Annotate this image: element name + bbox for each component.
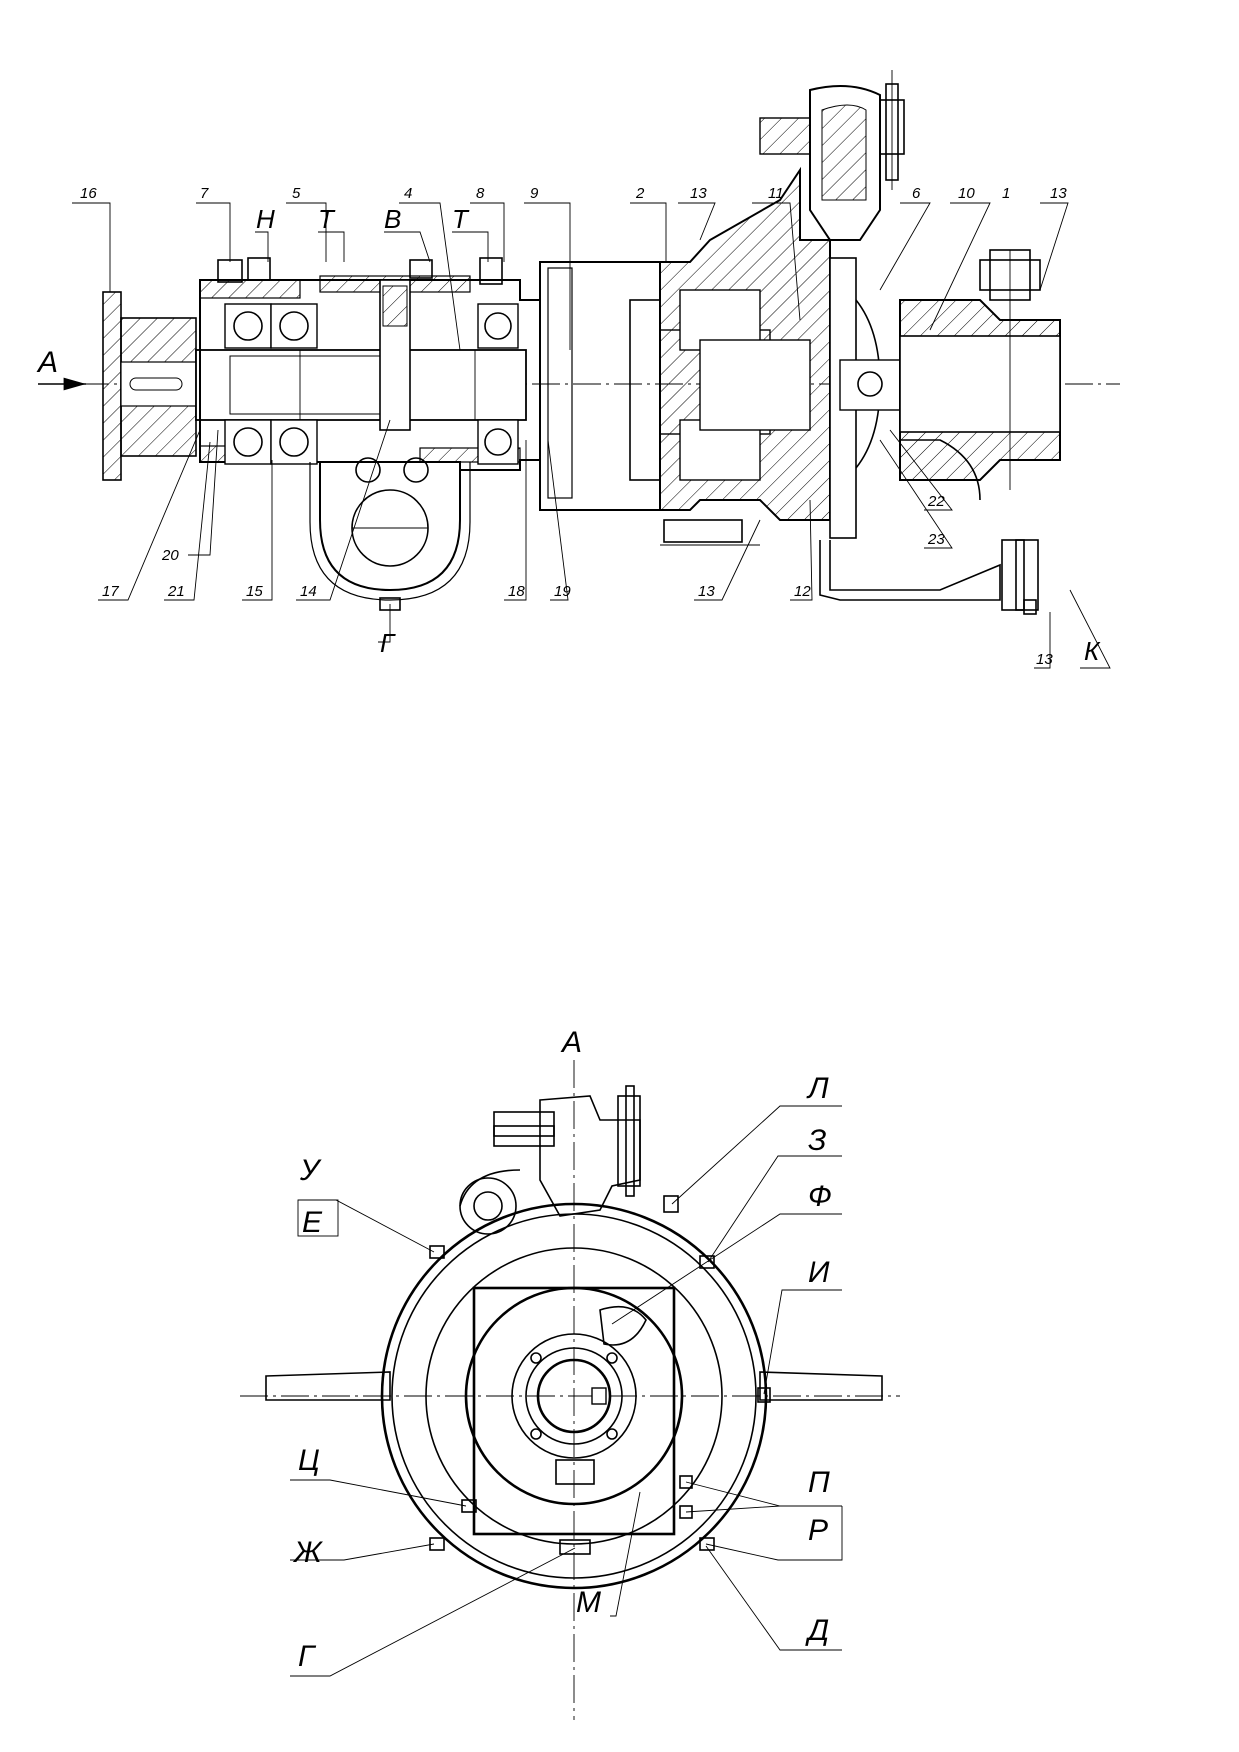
bolt-hole (530, 1428, 542, 1440)
part-label-9: 9 (530, 185, 539, 202)
label-i: И (808, 1256, 830, 1289)
leader-lines (72, 202, 1111, 669)
discharge-top (459, 1085, 641, 1235)
hub-flange (511, 1333, 637, 1459)
fitting-l (663, 1195, 679, 1213)
label-d: Д (805, 1614, 829, 1647)
fitting-u (429, 1245, 445, 1259)
part-label-12: 12 (794, 583, 811, 600)
fitting-c (461, 1499, 477, 1513)
part-label-21: 21 (167, 583, 185, 600)
label-e: Е (302, 1206, 323, 1239)
key-slot (591, 1387, 607, 1405)
part-label-g: Г (380, 628, 396, 658)
bolt-hole (606, 1428, 618, 1440)
discharge-nozzle (759, 70, 905, 241)
part-label-n: Н (256, 204, 275, 234)
part-label-13c: 13 (698, 583, 715, 600)
part-label-t1: Т (318, 204, 336, 234)
part-label-22: 22 (927, 493, 945, 510)
part-label-4: 4 (404, 185, 412, 202)
right-foot (759, 1371, 883, 1401)
label-m: М (576, 1586, 601, 1619)
view-a-leaders (290, 1105, 843, 1677)
part-labels: 16 7 Н 5 Т В 4 Т 8 9 2 13 11 6 10 1 13 1… (80, 185, 1101, 668)
part-label-14: 14 (300, 583, 317, 600)
shaft-bore-outer (525, 1347, 623, 1445)
label-zh: Ж (292, 1536, 323, 1569)
fitting-p (679, 1475, 693, 1489)
drain-pipe (819, 539, 1039, 615)
part-label-10: 10 (958, 185, 975, 202)
label-z: З (808, 1124, 826, 1157)
drain-plug-g (559, 1539, 591, 1555)
part-label-1: 1 (1002, 185, 1010, 202)
shaft (195, 349, 527, 421)
pump-casing (659, 166, 831, 546)
label-r: Р (808, 1514, 828, 1547)
label-g2: Г (298, 1640, 317, 1673)
part-label-19: 19 (554, 583, 571, 600)
label-u: У (299, 1154, 322, 1187)
bolt-hole (606, 1352, 618, 1364)
view-a: А (240, 1026, 900, 1720)
view-a-labels: У Е Л З Ф И Ц П Р Ж Д Г М (292, 1072, 832, 1673)
part-label-k: К (1084, 636, 1101, 666)
part-label-16: 16 (80, 185, 97, 202)
fitting-zh (429, 1537, 445, 1551)
part-label-17: 17 (102, 583, 119, 600)
part-label-20: 20 (161, 547, 179, 564)
impeller (829, 257, 901, 539)
bolt-hole (530, 1352, 542, 1364)
part-label-23: 23 (927, 531, 945, 548)
top-section-view: А (36, 70, 1120, 669)
part-label-6: 6 (912, 185, 921, 202)
part-label-t2: Т (452, 204, 470, 234)
left-foot (265, 1371, 391, 1401)
fitting-d (699, 1537, 715, 1551)
suction-body (899, 249, 1061, 501)
part-label-11: 11 (768, 185, 784, 202)
part-label-13b: 13 (1050, 185, 1067, 202)
part-label-15: 15 (246, 583, 263, 600)
fitting-z (699, 1255, 715, 1269)
input-flange (102, 291, 197, 481)
hub-outer (464, 1286, 684, 1506)
label-l: Л (806, 1072, 829, 1105)
view-a-title: А (560, 1026, 582, 1059)
input-arrow-label: А (36, 346, 58, 379)
part-label-18: 18 (508, 583, 525, 600)
bottom-plug (555, 1459, 595, 1485)
oil-sump (309, 457, 471, 611)
outer-flange (380, 1202, 768, 1590)
part-label-13a: 13 (690, 185, 707, 202)
part-label-2: 2 (635, 185, 645, 202)
part-label-13d: 13 (1036, 651, 1053, 668)
label-c: Ц (298, 1444, 320, 1477)
shaft-bore (536, 1358, 612, 1434)
window-f (599, 1305, 647, 1346)
label-p: П (808, 1466, 830, 1499)
part-label-7: 7 (200, 185, 209, 202)
part-label-v: В (384, 204, 401, 234)
part-label-8: 8 (476, 185, 485, 202)
part-label-5: 5 (292, 185, 301, 202)
bearing-housing (199, 257, 541, 471)
body-circle (425, 1247, 723, 1545)
fitting-i (757, 1387, 771, 1403)
label-f: Ф (808, 1180, 832, 1213)
